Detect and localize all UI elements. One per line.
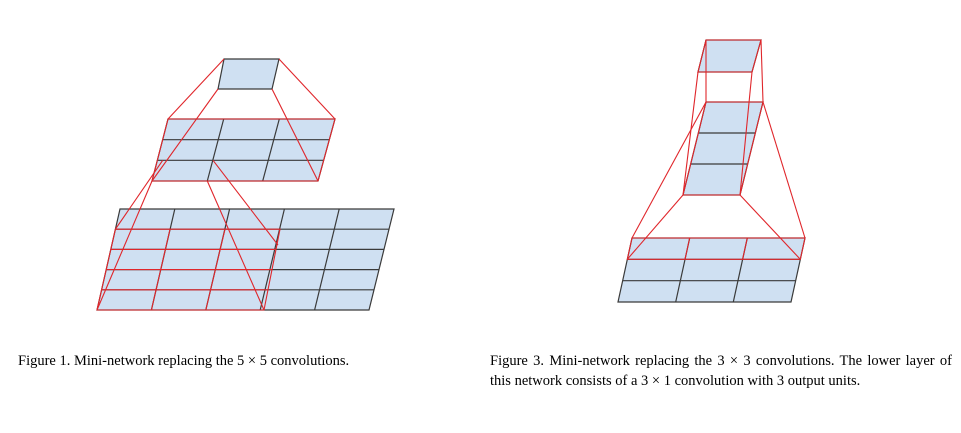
figure-1-lower-connections bbox=[96, 159, 281, 311]
figure-1-middle-grid bbox=[151, 118, 336, 182]
figure-1-upper-connections bbox=[151, 58, 336, 182]
figure-1-diagram bbox=[96, 58, 395, 311]
figure-1-top-unit bbox=[217, 58, 280, 90]
figure-3-lower-connections bbox=[626, 101, 806, 260]
figure-3-diagram bbox=[617, 39, 806, 303]
figure-1-caption: Figure 1. Mini-network replacing the 5 ×… bbox=[18, 353, 350, 369]
figure-3-bottom-grid bbox=[617, 237, 806, 303]
figure-3-caption: Figure 3. Mini-network replacing the 3 ×… bbox=[490, 353, 952, 389]
figure-1-bottom-grid bbox=[96, 208, 395, 311]
figure-3-top-unit bbox=[697, 39, 762, 73]
